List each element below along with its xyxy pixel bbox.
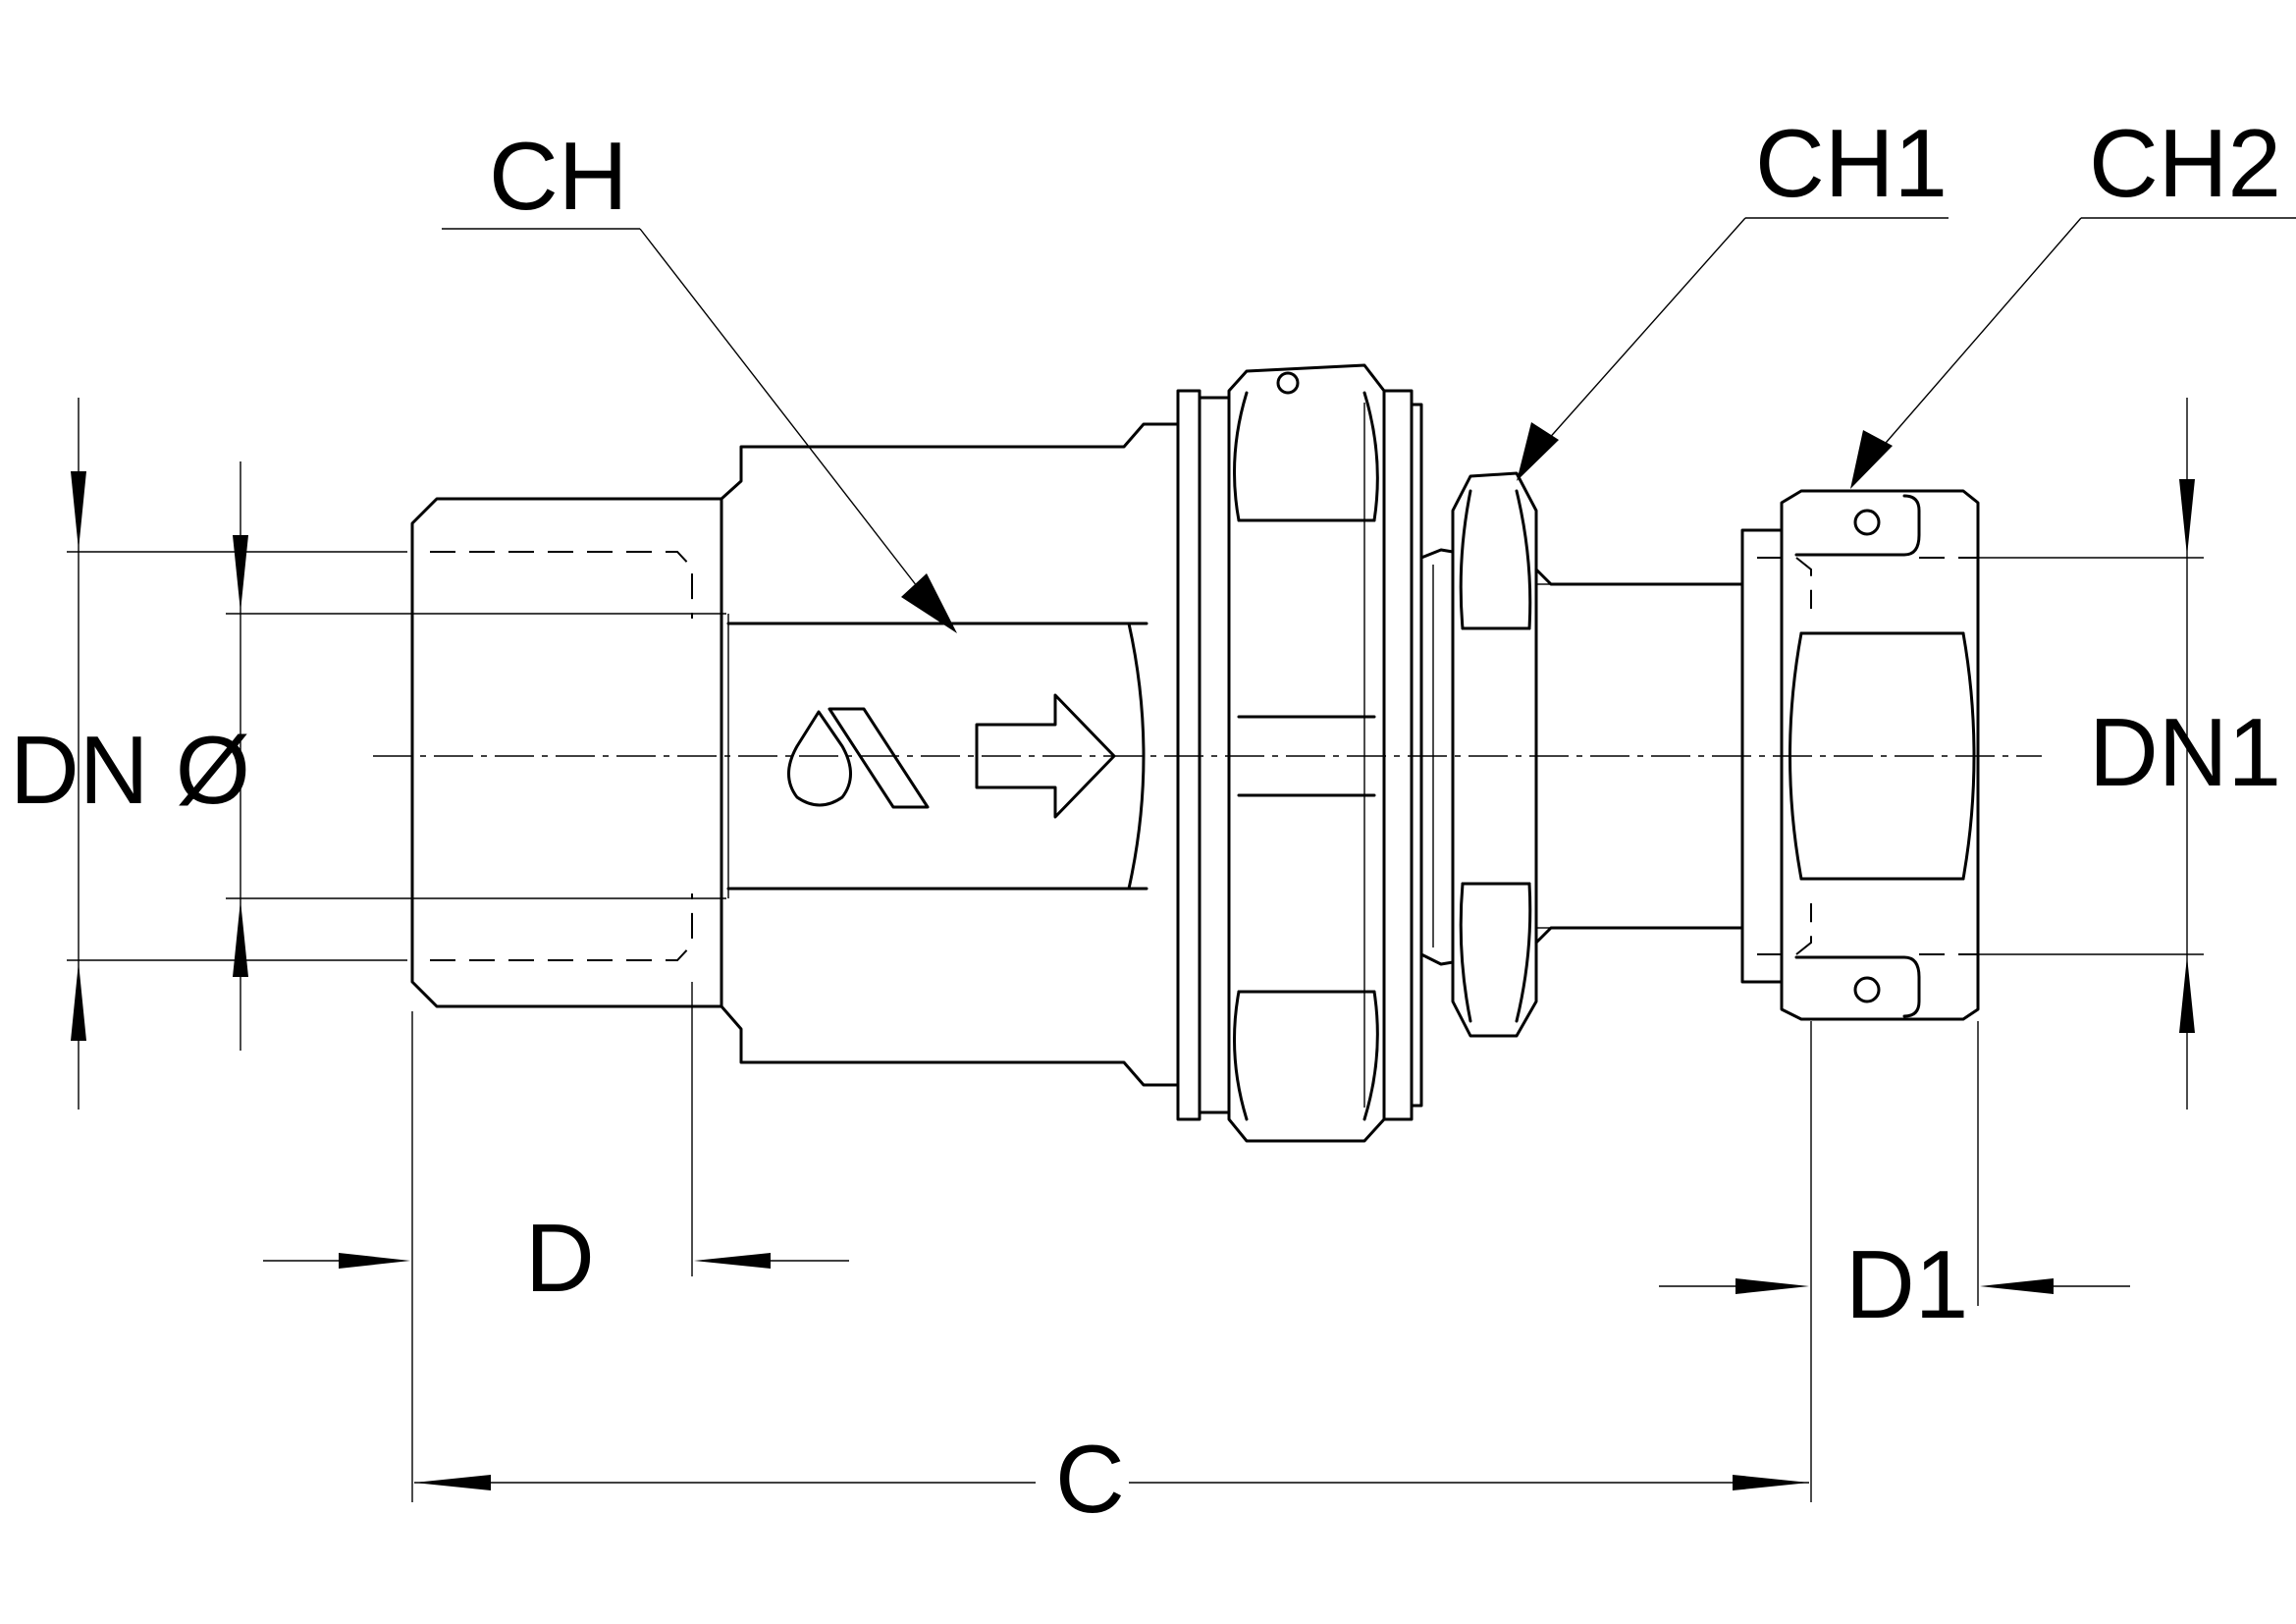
leader-ch1 — [1517, 217, 1949, 481]
label-d: D — [525, 1204, 595, 1312]
main-body — [720, 422, 1180, 1087]
threaded-neck — [1419, 548, 1455, 966]
label-c: C — [1055, 1425, 1125, 1533]
label-dn: DN Ø — [10, 716, 250, 824]
dimension-d1 — [1659, 1021, 2130, 1502]
label-ch: CH — [489, 122, 628, 230]
flange-rings — [1176, 389, 1231, 1121]
label-ch1: CH1 — [1755, 109, 1948, 217]
label-dn1: DN1 — [2089, 698, 2281, 806]
mid-ring — [1382, 389, 1423, 1121]
dimension-d — [263, 982, 849, 1502]
dimension-bore — [226, 461, 726, 1051]
label-d1: D1 — [1845, 1230, 1968, 1338]
flow-direction-arrow-icon — [975, 693, 1116, 819]
dimension-dn1 — [1978, 398, 2204, 1110]
left-spigot — [410, 497, 723, 1008]
label-ch2: CH2 — [2089, 109, 2281, 217]
hex-nut-large — [1227, 363, 1386, 1143]
leader-ch — [442, 228, 957, 633]
dimension-c — [414, 1475, 1809, 1490]
compression-nut-ch2 — [1740, 489, 1980, 1021]
leader-ch2 — [1850, 217, 2296, 489]
brand-logo-icon — [787, 707, 930, 809]
hex-nut-ch1 — [1451, 471, 1551, 1038]
